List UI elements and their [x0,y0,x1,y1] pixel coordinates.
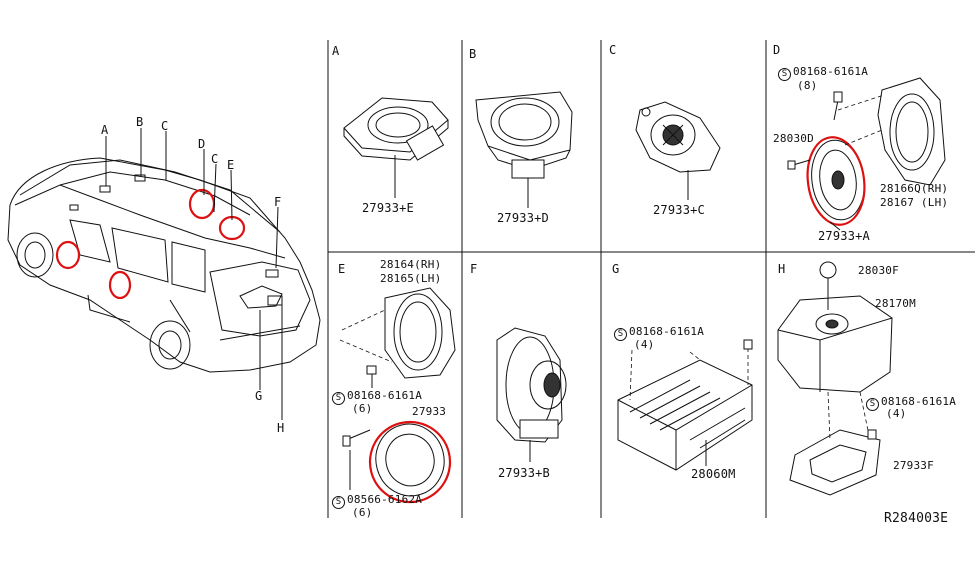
callout-f: F [274,195,282,209]
part-number-c: 27933+C [653,203,705,217]
screw2-qty-e: (6) [352,506,373,519]
s-symbol-icon: S [614,328,627,341]
screw-qty-h: (4) [886,407,907,420]
part-illustration-c [635,101,721,200]
car-leader-lines [105,128,283,420]
callout-h: H [277,421,285,435]
screw1-qty-e: (6) [352,402,373,415]
part-illustration-a [343,97,449,198]
screw-qty-g: (4) [634,338,655,351]
bracket-rh-d: 28166Q(RH) [880,182,949,195]
cell-letter-e: E [338,262,346,276]
callout-c-second: C [211,152,219,166]
s-symbol-icon: S [778,68,791,81]
part-illustration-b [475,91,573,208]
callout-g: G [255,389,263,403]
cell-letter-c: C [609,43,617,57]
callout-d: D [198,137,206,151]
s-symbol-icon: S [866,398,879,411]
callout-a: A [101,123,109,137]
cell-letter-d: D [773,43,781,57]
bracket-number-h: 27933F [893,459,934,472]
knob-number-h: 28030F [858,264,899,277]
part-number-a: 27933+E [362,201,414,215]
s-symbol-icon: S [332,392,345,405]
bolt-number-d: 28030D [773,132,814,145]
part-illustration-g [617,339,753,471]
bracket-rh-e: 28164(RH) [380,258,442,271]
cell-letter-g: G [612,262,620,276]
cell-letter-f: F [470,262,478,276]
callout-e: E [227,158,235,172]
screw2-code-e: 08566-6162A [347,493,423,506]
screw-code-h: 08168-6161A [881,395,957,408]
part-number-f: 27933+B [498,466,550,480]
screw-code-g: 08168-6161A [629,325,705,338]
speaker-number-d: 27933+A [818,229,870,243]
car-illustration [7,157,321,373]
screw-qty-d: (8) [797,79,818,92]
amplifier-number-g: 28060M [691,467,736,481]
callout-b: B [136,115,144,129]
cell-letter-h: H [778,262,786,276]
part-number-b: 27933+D [497,211,549,225]
bracket-lh-d: 28167 (LH) [880,196,949,209]
bracket-lh-e: 28165(LH) [380,272,442,285]
woofer-number-h: 28170M [875,297,916,310]
screw1-code-e: 08168-6161A [347,389,423,402]
s-symbol-icon: S [332,496,345,509]
part-illustration-h [777,261,893,496]
part-illustration-d [787,77,946,231]
part-illustration-f [496,327,567,462]
speaker-number-e: 27933 [412,405,447,418]
callout-c: C [161,119,169,133]
grid-lines [327,40,975,518]
part-illustration-e [339,287,456,504]
diagram-code: R284003E [884,511,949,526]
cell-letter-a: A [332,44,340,58]
cell-letter-b: B [469,47,477,61]
screw-code-d: 08168-6161A [793,65,869,78]
